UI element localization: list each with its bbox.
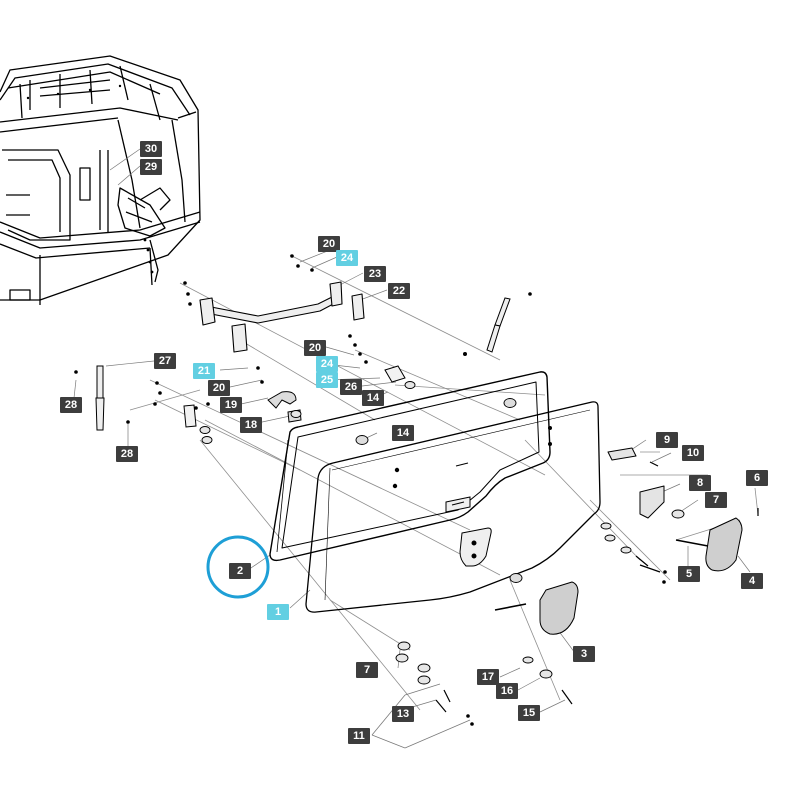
callout-22: 22 [388, 283, 410, 299]
callout-1: 1 [267, 604, 289, 620]
callout-10: 10 [682, 445, 704, 461]
callout-30: 30 [140, 141, 162, 157]
callout-7: 7 [356, 662, 378, 678]
washers [199, 381, 685, 685]
callout-9: 9 [656, 432, 678, 448]
leader-lines [129, 254, 759, 711]
glass-dots [392, 352, 552, 489]
callout-29: 29 [140, 159, 162, 175]
callout-21: 21 [193, 363, 215, 379]
callout-19: 19 [220, 397, 242, 413]
callout-18: 18 [240, 417, 262, 433]
left-hinge-parts [183, 365, 406, 428]
highlight-circle [206, 535, 270, 599]
callout-4: 4 [741, 573, 763, 589]
callout-14: 14 [392, 425, 414, 441]
callout-7: 7 [705, 492, 727, 508]
callout-13: 13 [392, 706, 414, 722]
callout-20: 20 [318, 236, 340, 252]
callout-2: 2 [229, 563, 251, 579]
callout-15: 15 [518, 705, 540, 721]
callout-25: 25 [316, 372, 338, 388]
callout-16: 16 [496, 683, 518, 699]
callout-3: 3 [573, 646, 595, 662]
cab-detail-dots [26, 84, 154, 274]
latch-parts [494, 447, 743, 635]
callout-27: 27 [154, 353, 176, 369]
gas-strut-left [95, 365, 105, 431]
gas-strut-right [486, 297, 511, 353]
bracket-11 [371, 683, 471, 749]
glass-features [445, 462, 492, 567]
callout-28: 28 [116, 446, 138, 462]
callout-5: 5 [678, 566, 700, 582]
small-dots [74, 254, 667, 726]
rear-glass-panel [305, 401, 601, 613]
callout-24: 24 [336, 250, 358, 266]
callout-20: 20 [208, 380, 230, 396]
callout-6: 6 [746, 470, 768, 486]
callout-28: 28 [60, 397, 82, 413]
callout-20: 20 [304, 340, 326, 356]
bolts [435, 461, 759, 713]
grommets [355, 398, 523, 583]
callout-24: 24 [316, 356, 338, 372]
cab-frame [0, 55, 201, 305]
callout-14: 14 [362, 390, 384, 406]
callout-26: 26 [340, 379, 362, 395]
callout-23: 23 [364, 266, 386, 282]
callout-17: 17 [477, 669, 499, 685]
hinge-rail [199, 281, 365, 353]
callout-11: 11 [348, 728, 370, 744]
callout-8: 8 [689, 475, 711, 491]
